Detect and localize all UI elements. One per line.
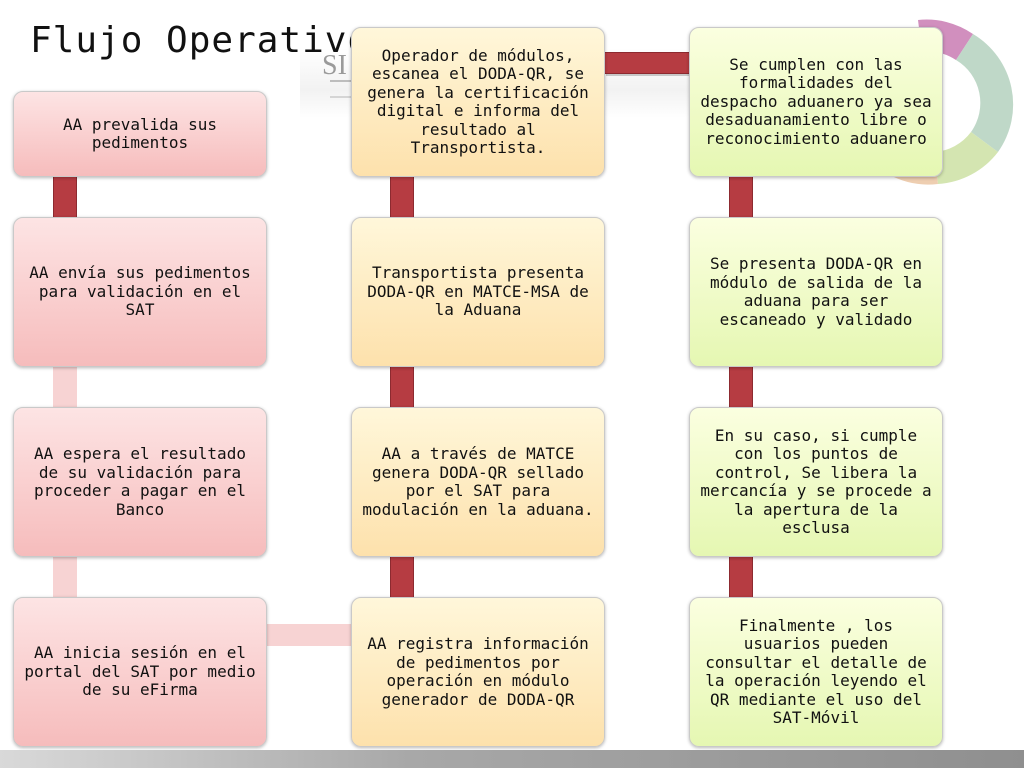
step-libera-mercancia: En su caso, si cumple con los puntos de … [689,407,943,557]
connector-c3-1-2 [729,176,753,218]
step-operador-modulos: Operador de módulos, escanea el DODA-QR,… [351,27,605,177]
step-consultar: Finalmente , los usuarios pueden consult… [689,597,943,747]
connector-c2-2-1 [390,176,414,218]
background-logo-lines [330,80,370,98]
page-title: Flujo Operativo [30,20,371,61]
ring-segment-lime [934,132,998,184]
connector-c2-3-2 [390,366,414,408]
step-text: Operador de módulos, escanea el DODA-QR,… [367,45,589,157]
step-transportista: Transportista presenta DODA-QR en MATCE-… [351,217,605,367]
step-text: AA a través de MATCE genera DODA-QR sell… [362,444,594,519]
step-modulo-salida: Se presenta DODA-QR en módulo de salida … [689,217,943,367]
ring-segment-green [956,34,1014,152]
connector-c2-4-3 [390,556,414,600]
connector-c1-1-2 [53,176,77,218]
step-inicia-sesion: AA inicia sesión en el portal del SAT po… [13,597,267,747]
step-registra: AA registra información de pedimentos po… [351,597,605,747]
step-text: Se cumplen con las formalidades del desp… [700,54,932,148]
background-logo: SI [322,50,347,81]
connector-c3-2-3 [729,366,753,408]
background-header-line [606,74,694,86]
step-text: AA envía sus pedimentos para validación … [29,263,251,320]
step-text: En su caso, si cumple con los puntos de … [700,425,932,537]
step-envia: AA envía sus pedimentos para validación … [13,217,267,367]
step-genera-doda: AA a través de MATCE genera DODA-QR sell… [351,407,605,557]
step-text: AA espera el resultado de su validación … [34,444,246,519]
step-text: AA registra información de pedimentos po… [367,634,589,709]
step-text: Se presenta DODA-QR en módulo de salida … [710,254,922,329]
step-formalidades: Se cumplen con las formalidades del desp… [689,27,943,177]
connector-c1-c2-bottom [266,624,354,646]
connector-c1-3-4 [53,556,77,598]
step-prevalida: AA prevalida sus pedimentos [13,91,267,177]
step-text: AA inicia sesión en el portal del SAT po… [24,643,256,700]
step-text: Finalmente , los usuarios pueden consult… [705,615,927,727]
bottom-bar [0,750,1024,768]
step-text: AA prevalida sus pedimentos [62,114,218,152]
connector-c1-2-3 [53,366,77,408]
connector-c3-3-4 [729,556,753,598]
step-espera: AA espera el resultado de su validación … [13,407,267,557]
connector-c2-c3-top [604,52,692,74]
step-text: Transportista presenta DODA-QR en MATCE-… [367,263,589,320]
